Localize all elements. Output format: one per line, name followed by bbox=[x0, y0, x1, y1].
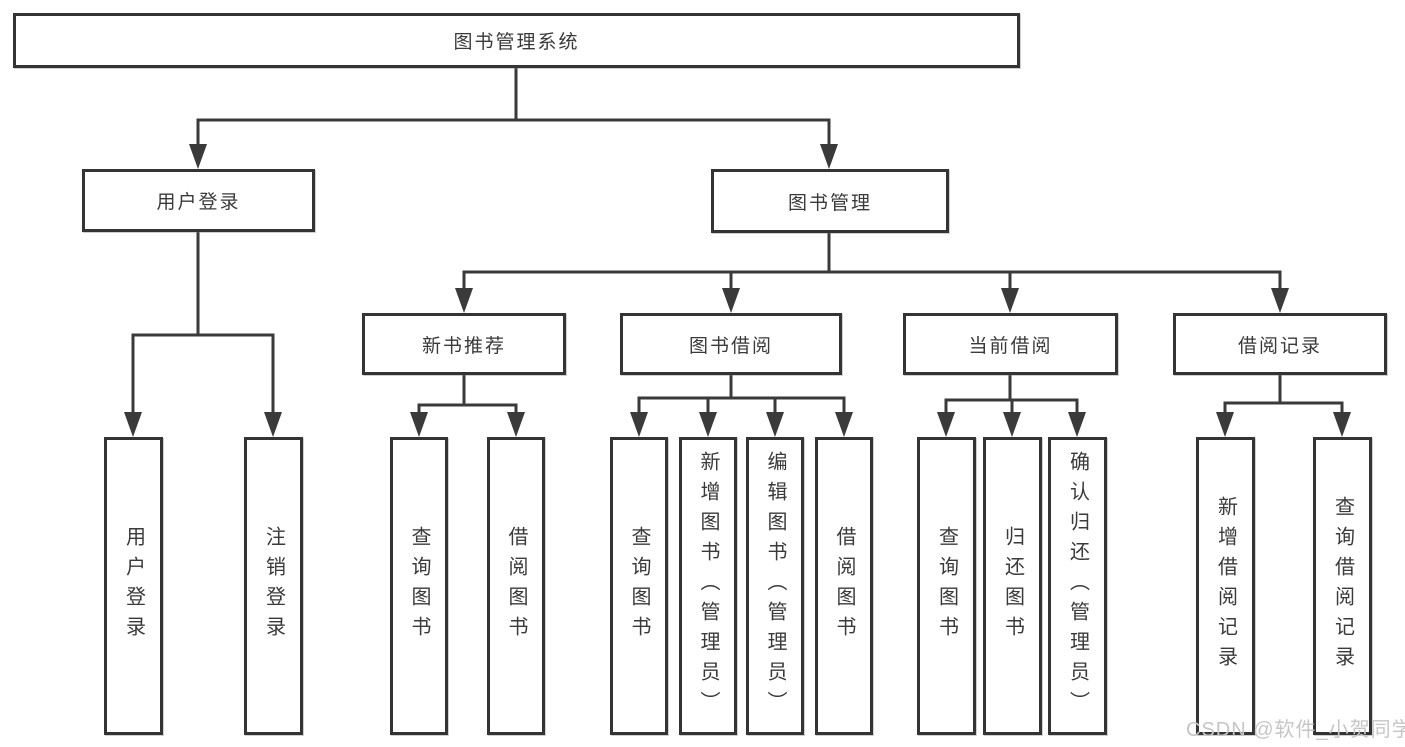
leaf-edit-books-admin-label: 编辑图书（管理员） bbox=[764, 451, 786, 721]
node-current-borrowing: 当前借阅 bbox=[903, 313, 1118, 375]
node-root: 图书管理系统 bbox=[13, 13, 1020, 68]
node-borrowing-records: 借阅记录 bbox=[1173, 313, 1387, 375]
leaf-user-login-label: 用户登录 bbox=[122, 526, 145, 646]
leaf-query-books-recommend-label: 查询图书 bbox=[408, 526, 430, 646]
leaf-logout: 注销登录 bbox=[244, 437, 303, 735]
leaf-add-borrow-record-label: 新增借阅记录 bbox=[1214, 496, 1237, 676]
leaf-borrow-books-borrowing: 借阅图书 bbox=[815, 437, 873, 735]
node-user-login: 用户登录 bbox=[82, 169, 315, 232]
leaf-return-books: 归还图书 bbox=[983, 437, 1042, 735]
leaf-query-books-recommend: 查询图书 bbox=[390, 437, 448, 735]
leaf-add-books-admin-label: 新增图书（管理员） bbox=[697, 451, 719, 721]
leaf-return-books-label: 归还图书 bbox=[1001, 526, 1024, 646]
node-borrowing-records-label: 借阅记录 bbox=[1237, 335, 1322, 357]
node-current-borrowing-label: 当前借阅 bbox=[968, 335, 1053, 357]
leaf-add-borrow-record: 新增借阅记录 bbox=[1196, 437, 1255, 735]
leaf-borrow-books-recommend: 借阅图书 bbox=[487, 437, 545, 735]
leaf-borrow-books-borrowing-label: 借阅图书 bbox=[833, 526, 855, 646]
leaf-query-borrow-record-label: 查询借阅记录 bbox=[1331, 496, 1354, 676]
leaf-logout-label: 注销登录 bbox=[262, 526, 285, 646]
node-user-login-label: 用户登录 bbox=[156, 192, 241, 213]
node-book-borrowing-label: 图书借阅 bbox=[688, 335, 773, 357]
leaf-query-books-current: 查询图书 bbox=[917, 437, 976, 735]
leaf-edit-books-admin: 编辑图书（管理员） bbox=[746, 437, 804, 735]
leaf-confirm-return-admin: 确认归还（管理员） bbox=[1048, 437, 1107, 735]
leaf-confirm-return-admin-label: 确认归还（管理员） bbox=[1066, 451, 1089, 721]
node-new-book-recommend-label: 新书推荐 bbox=[421, 335, 506, 357]
leaf-query-books-borrowing: 查询图书 bbox=[610, 437, 668, 735]
watermark: CSDN @软件_小贺同学 bbox=[1186, 719, 1405, 741]
node-book-management: 图书管理 bbox=[711, 169, 949, 233]
leaf-query-books-current-label: 查询图书 bbox=[935, 526, 958, 646]
leaf-user-login: 用户登录 bbox=[104, 437, 163, 735]
node-root-label: 图书管理系统 bbox=[453, 32, 580, 53]
node-book-management-label: 图书管理 bbox=[787, 192, 872, 214]
leaf-query-books-borrowing-label: 查询图书 bbox=[628, 526, 650, 646]
leaf-add-books-admin: 新增图书（管理员） bbox=[679, 437, 737, 735]
node-new-book-recommend: 新书推荐 bbox=[362, 313, 566, 375]
node-book-borrowing: 图书借阅 bbox=[620, 313, 842, 375]
leaf-query-borrow-record: 查询借阅记录 bbox=[1313, 437, 1372, 735]
leaf-borrow-books-recommend-label: 借阅图书 bbox=[505, 526, 527, 646]
